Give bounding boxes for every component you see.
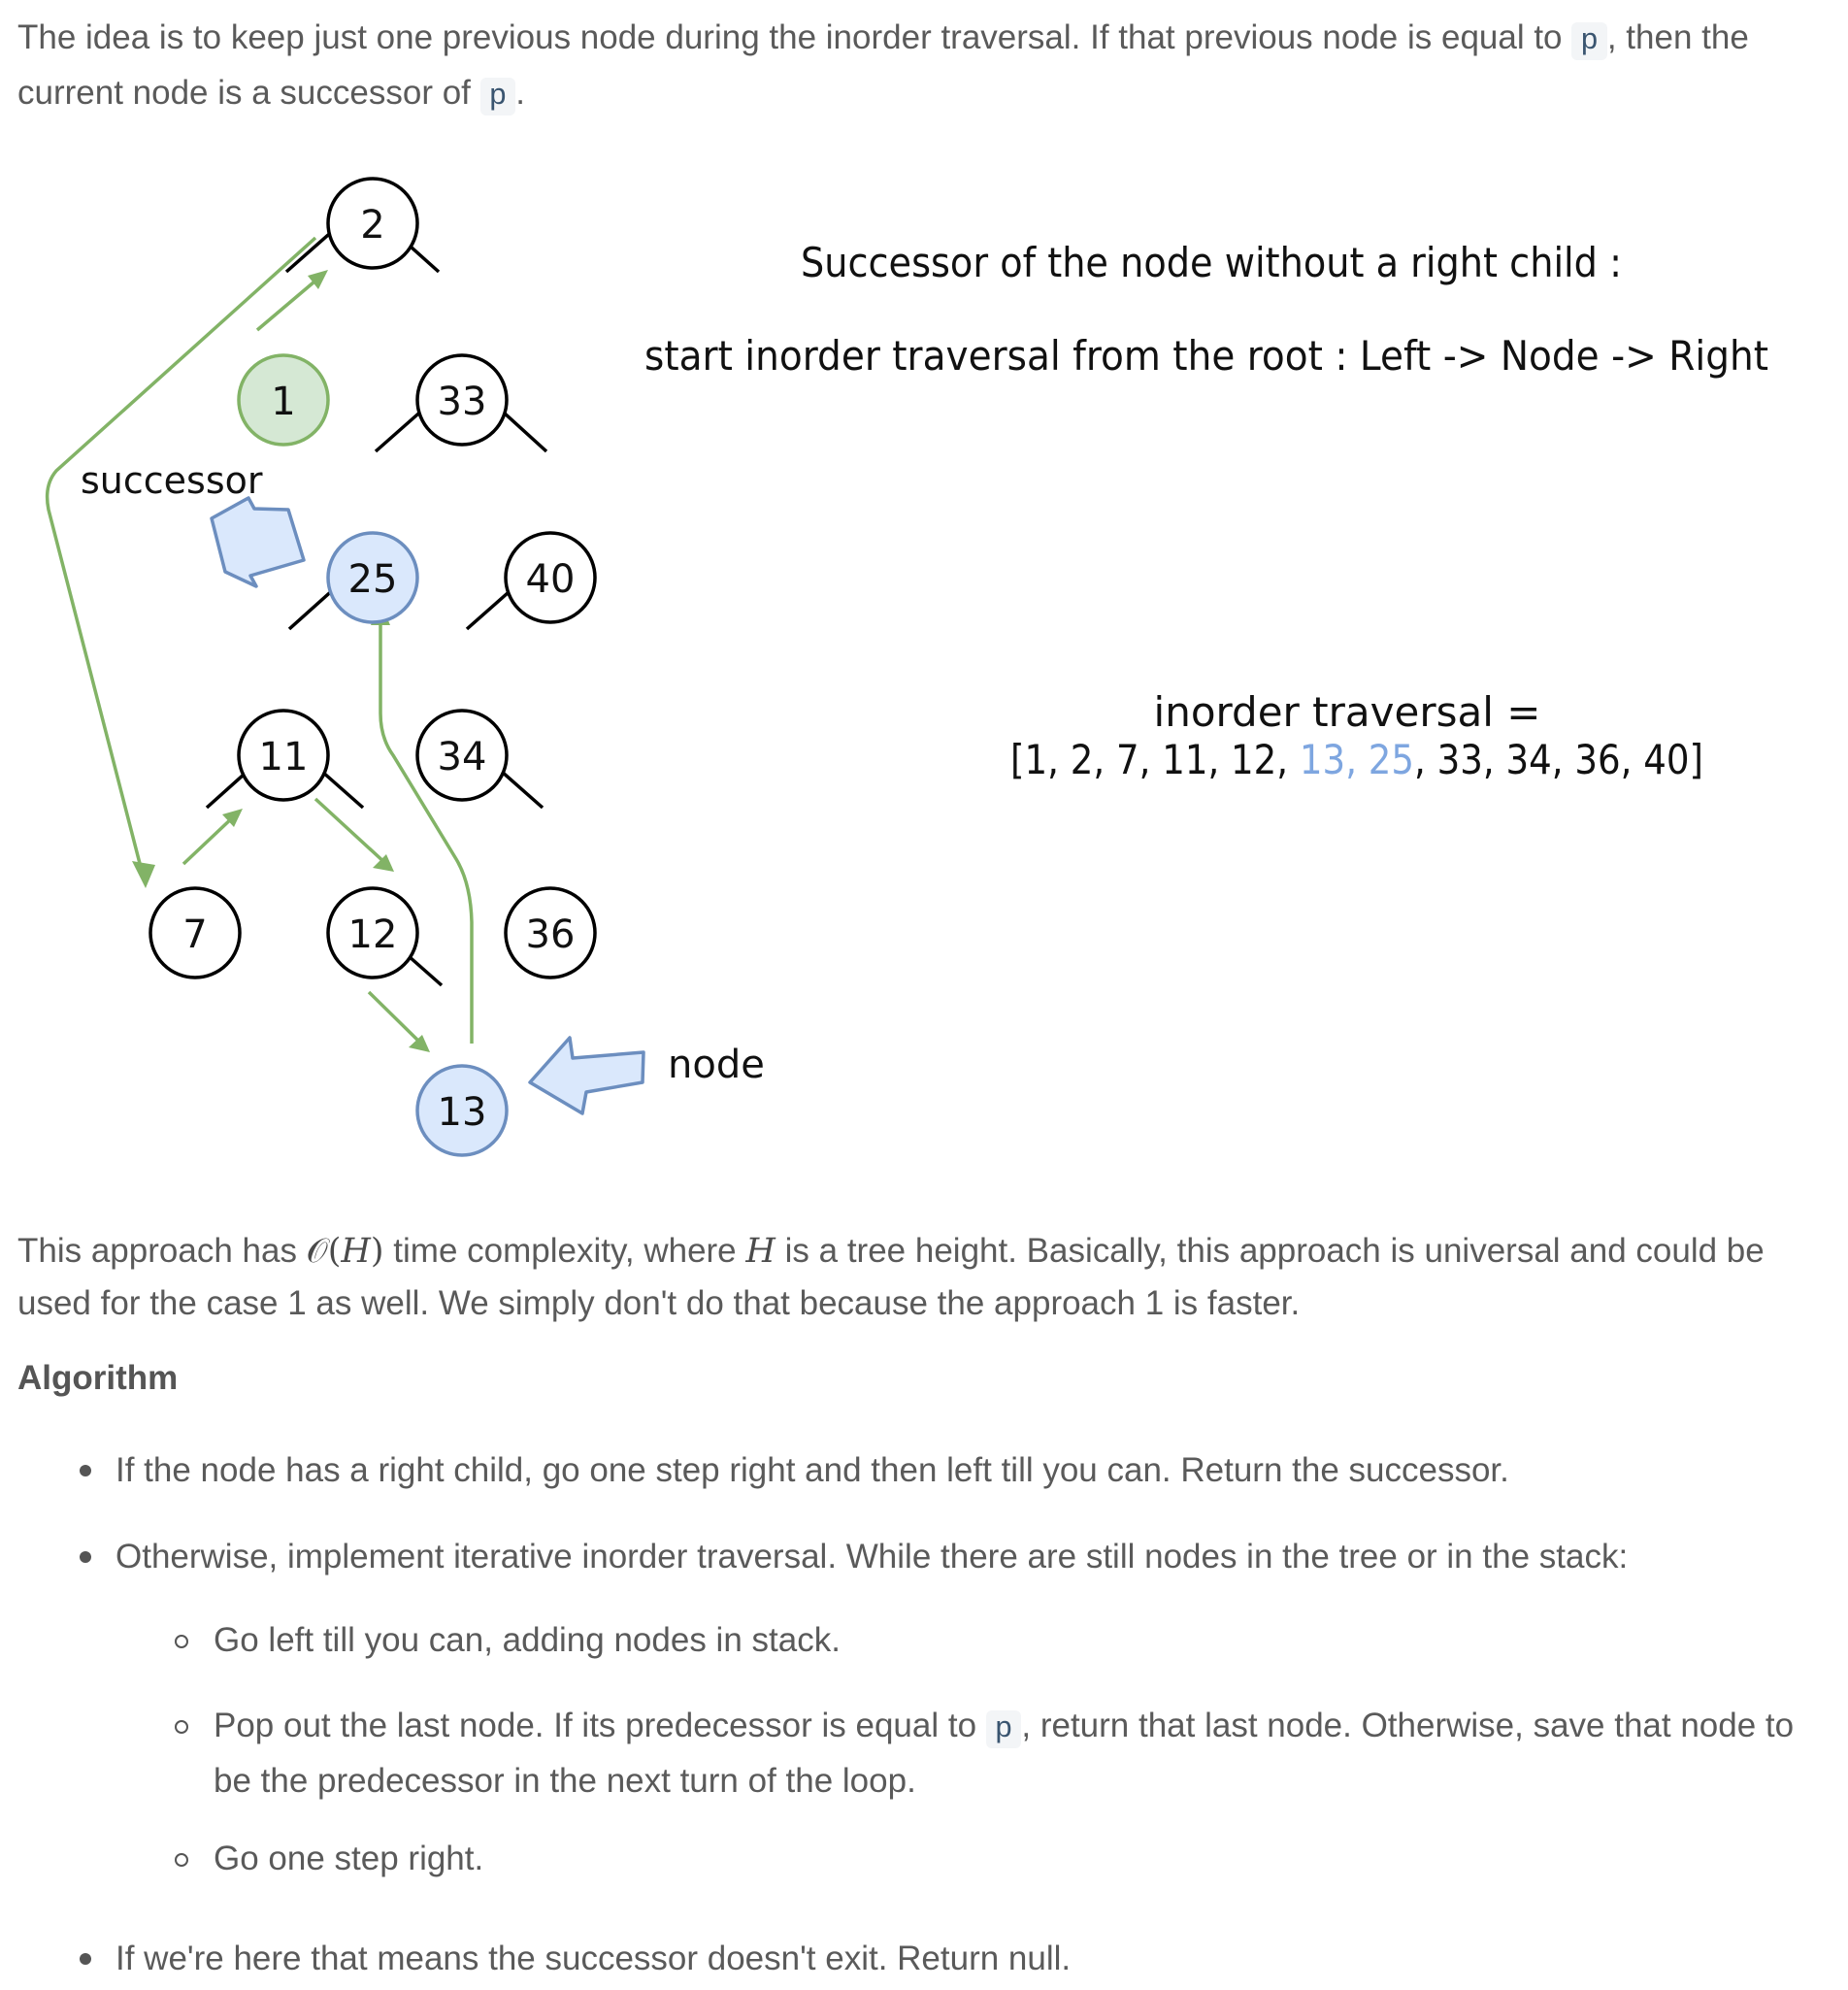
traversal-highlight-25: 25 [1369,736,1414,783]
node-pointer-arrow [528,1036,645,1115]
intro-code-p2: p [479,78,516,116]
traversal-list: [1, 2, 7, 11, 12, 13, 25, 33, 34, 36, 40… [1010,736,1703,783]
arrow-head-7 [132,861,155,888]
node-40 [504,531,597,624]
intro-text-1: The idea is to keep just one previous no… [17,18,1572,56]
algorithm-heading: Algorithm [17,1359,179,1397]
arrow-root-to-7 [45,236,317,879]
algorithm-step-2: Otherwise, implement iterative inorder t… [116,1538,1629,1575]
complexity-paragraph: This approach has 𝒪(H) time complexity, … [17,1225,1831,1329]
traversal-label: inorder traversal = [1154,688,1541,736]
node-label: node [668,1043,765,1087]
bullet-dot-3 [80,1953,91,1965]
successor-pointer-arrow [210,496,306,588]
node-34-label: 34 [438,735,487,779]
node-36 [504,886,597,979]
node-13-label: 13 [438,1090,487,1135]
algorithm-substep-2: Pop out the last node. If its predecesso… [214,1700,1834,1807]
arrow-1-to-2 [255,275,322,332]
node-25-label: 25 [348,557,398,602]
node-12 [326,886,419,979]
sub-bullet-circle-3 [175,1853,188,1867]
arrow-11-to-12 [314,797,388,866]
bullet-dot-2 [80,1551,91,1563]
node-11-label: 11 [259,735,309,779]
pointer-arrows [210,496,645,1115]
figure-title-line-2: start inorder traversal from the root : … [644,332,1768,380]
big-o-symbol: 𝒪 [306,1232,328,1271]
node-labels: 2 1 33 25 40 11 34 7 12 36 13 [182,203,575,1135]
traversal-list-end: , 33, 34, 36, 40] [1414,736,1703,783]
traversal-highlight-13: 13 [1300,736,1345,783]
substep-2-text-b: , return that last node. Otherwise, save… [214,1707,1795,1800]
figure-title-line-1: Successor of the node without a right ch… [801,239,1622,286]
math-var-h-2: H [745,1232,776,1271]
sub-bullet-circle-1 [175,1635,188,1648]
intro-paragraph: The idea is to keep just one previous no… [17,12,1831,122]
node-36-label: 36 [526,912,576,957]
intro-text-2: , then the current node is a successor o… [17,18,1749,112]
arrow-13-to-25 [379,612,474,1044]
node-34 [415,709,509,802]
node-25 [326,531,419,624]
node-2 [326,177,419,270]
algorithm-substep-1: Go left till you can, adding nodes in st… [214,1621,841,1659]
sub-bullet-circle-2 [175,1720,188,1734]
complexity-text-1: This approach has [17,1232,307,1270]
node-13 [415,1064,509,1157]
arrow-head-13 [409,1035,430,1052]
arrow-head-12 [373,854,394,872]
arrow-head-11 [222,809,243,827]
traversal-arrows [45,236,474,1052]
algorithm-substep-3: Go one step right. [214,1840,484,1877]
intro-text-3: . [515,74,525,112]
bst-successor-figure: 2 1 33 25 40 11 34 7 12 36 13 successor … [45,177,1768,1157]
algorithm-step-1: If the node has a right child, go one st… [116,1451,1509,1489]
arrow-head-2 [308,270,328,289]
traversal-list-start: [1, 2, 7, 11, 12, [1010,736,1300,783]
node-33 [415,353,509,447]
arrow-12-to-13 [367,990,424,1046]
node-1 [237,353,330,447]
complexity-text-2: time complexity, where [383,1232,746,1270]
node-2-label: 2 [360,203,384,248]
complexity-text-3: is a tree height. Basically, this approa… [17,1232,1765,1322]
math-var-h-1: H [341,1232,371,1271]
arrow-7-to-11 [182,813,237,866]
node-1-label: 1 [271,380,295,424]
tree-nodes [148,177,597,1157]
node-33-label: 33 [438,380,487,424]
substep-2-code-p: p [985,1710,1022,1748]
algorithm-step-3: If we're here that means the successor d… [116,1940,1072,1977]
bullet-dot-1 [80,1465,91,1476]
traversal-highlight-comma: , [1345,736,1369,783]
node-40-label: 40 [526,557,576,602]
substep-2-text-a: Pop out the last node. If its predecesso… [214,1707,986,1744]
math-paren-close: ) [370,1232,384,1271]
intro-code-p1: p [1571,22,1607,60]
node-7 [148,886,242,979]
node-12-label: 12 [348,912,398,957]
node-11 [237,709,330,802]
node-7-label: 7 [182,912,207,957]
math-paren-open: ( [327,1232,342,1271]
successor-label: successor [81,459,263,502]
